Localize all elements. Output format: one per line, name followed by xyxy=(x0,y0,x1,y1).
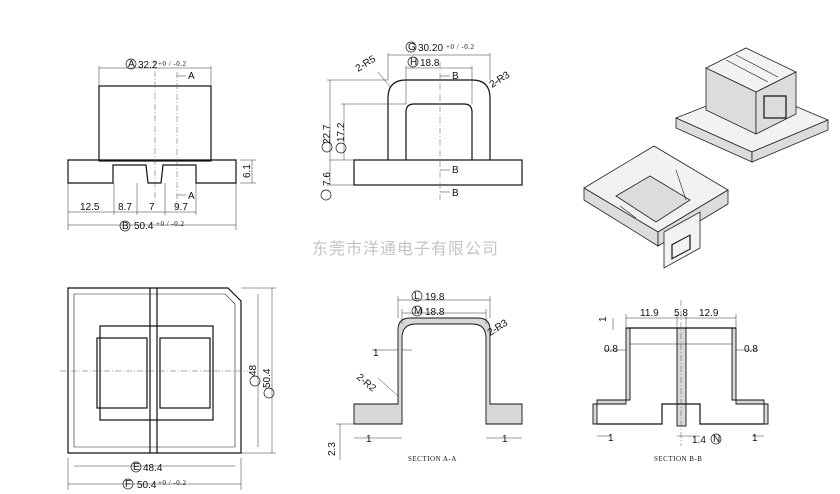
section-mark-b-1: B xyxy=(452,71,459,82)
dim-bb-one-left: 1 xyxy=(608,433,614,444)
section-mark-a-bottom: A xyxy=(188,191,195,202)
dim-a-tol: +0 / -0.2 xyxy=(158,60,186,68)
dim-seg3: 7 xyxy=(149,202,155,213)
dim-seg4: 9.7 xyxy=(174,202,188,213)
dim-aa-h23: 2.3 xyxy=(327,442,338,456)
dim-h-value: 18.8 xyxy=(420,58,440,69)
dim-seg2: 8.7 xyxy=(118,202,132,213)
dim-bb-w3: 12.9 xyxy=(699,308,719,319)
dim-f-tol: +0 / -0.2 xyxy=(158,479,186,487)
dim-a-value: 32.2 xyxy=(138,60,158,71)
dim-aa-r3: 2-R3 xyxy=(486,317,511,338)
dim-bb-n-mark: N xyxy=(713,434,720,445)
dim-aa-one-a: 1 xyxy=(373,348,379,359)
section-mark-a-top: A xyxy=(188,71,195,82)
dim-a-mark: A xyxy=(128,59,135,70)
dim-b-tol: +0 / -0.2 xyxy=(156,220,184,228)
dim-m-mark: M xyxy=(414,306,422,317)
dim-bb-w1: 11.9 xyxy=(640,308,659,319)
dim-bb-t2: 0.8 xyxy=(744,344,758,355)
dim-l-mark: L xyxy=(414,291,420,302)
dim-bb-w2: 5.8 xyxy=(674,308,688,319)
watermark-text: 东莞市洋通电子有限公司 xyxy=(312,239,499,258)
section-mark-b-3: B xyxy=(452,188,459,199)
dim-g-value: 30.20 xyxy=(418,43,443,54)
dim-l-value: 19.8 xyxy=(425,292,445,303)
dim-g-tol: +0 / -0.2 xyxy=(446,43,474,51)
section-aa-view: L 19.8 M 18.8 2-R3 2-R2 1 1 1 2.3 SECTIO… xyxy=(327,290,523,463)
side-view: G 30.20 +0 / -0.2 H 18.8 2-R5 2-R3 22.7 … xyxy=(320,41,523,201)
top-view: E 48.4 F 50.4 +0 / -0.2 48 50.4 xyxy=(60,287,276,491)
section-bb-view: 11.9 5.8 12.9 1 0.8 0.8 1 1.4 N 1 SECTIO… xyxy=(592,300,769,463)
dim-e-mark: E xyxy=(133,462,140,473)
dim-j-value: 17.2 xyxy=(336,122,347,142)
dim-i-value: 22.7 xyxy=(322,124,333,144)
dim-e-value: 48.4 xyxy=(143,463,163,474)
dim-f-value: 50.4 xyxy=(137,480,157,491)
dim-g-mark: G xyxy=(408,42,416,53)
dim-r3: 2-R3 xyxy=(488,69,513,90)
isometric-view-lower xyxy=(583,145,729,269)
dim-height: 6.1 xyxy=(242,164,253,178)
dim-aa-one-b: 1 xyxy=(366,434,372,445)
dim-bb-n-value: 1.4 xyxy=(692,435,706,446)
front-view: A 32.2 +0 / -0.2 A A 12.5 8.7 7 9.7 6.1 … xyxy=(67,58,256,232)
dim-d-value: 50.4 xyxy=(262,368,273,388)
dim-h-mark: H xyxy=(410,57,417,68)
dim-f-mark: F xyxy=(125,479,131,490)
section-mark-b-2: B xyxy=(452,165,459,176)
dim-b-mark: B xyxy=(122,221,129,232)
dim-b-value: 50.4 xyxy=(134,221,154,232)
dim-m-value: 18.8 xyxy=(425,307,445,318)
dim-bb-one-right: 1 xyxy=(752,433,758,444)
isometric-view-upper xyxy=(674,47,830,163)
dim-r5: 2-R5 xyxy=(354,53,379,74)
dim-bb-one-top: 1 xyxy=(598,316,609,322)
section-aa-title: SECTION A-A xyxy=(408,455,457,463)
dim-bb-t1: 0.8 xyxy=(604,344,618,355)
dim-k-value: 7.6 xyxy=(322,172,333,186)
dim-aa-one-c: 1 xyxy=(502,434,508,445)
dim-aa-r2: 2-R2 xyxy=(354,372,378,395)
dim-c-value: 48 xyxy=(248,364,259,376)
section-bb-title: SECTION B-B xyxy=(654,455,702,463)
dim-seg1: 12.5 xyxy=(80,202,100,213)
